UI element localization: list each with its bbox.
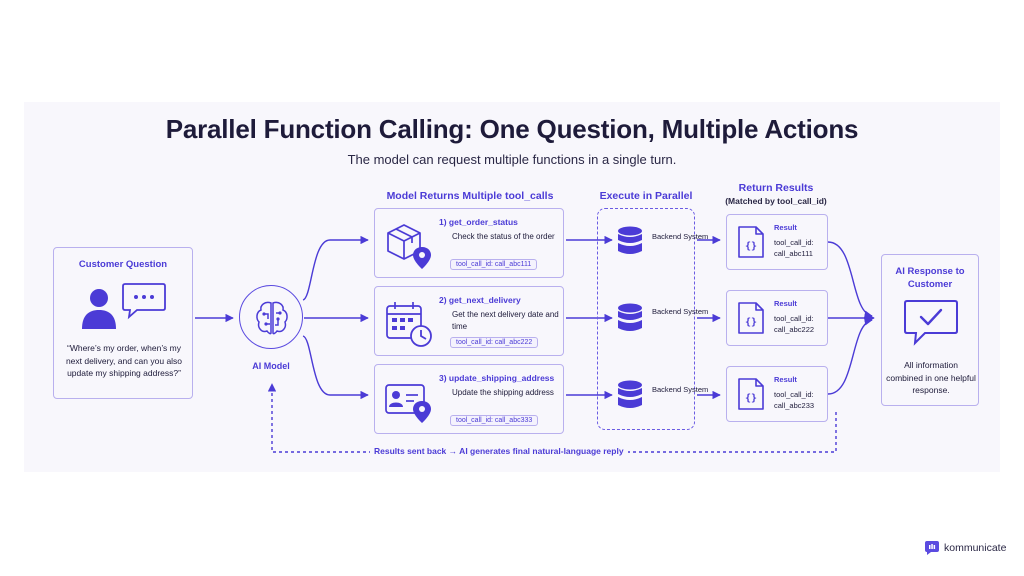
brand-name: kommunicate bbox=[944, 542, 1007, 554]
function-name: 3) update_shipping_address bbox=[439, 373, 555, 383]
result-card: {} Result tool_call_id: call_abc222 bbox=[726, 290, 828, 346]
backend-system-label: Backend System bbox=[652, 307, 709, 316]
execute-parallel-group bbox=[597, 208, 695, 430]
result-label: Result bbox=[774, 299, 797, 308]
tool-call-id-tag: tool_call_id: call_abc111 bbox=[450, 259, 538, 270]
brand-logo: kommunicate bbox=[924, 540, 1006, 556]
header-execute: Execute in Parallel bbox=[599, 190, 693, 202]
result-tool-call-id: tool_call_id: call_abc111 bbox=[774, 238, 814, 258]
backend-system-label: Backend System bbox=[652, 385, 709, 394]
tool-call-id-tag: tool_call_id: call_abc222 bbox=[450, 337, 539, 348]
customer-question-text: “Where’s my order, when’s my next delive… bbox=[65, 343, 183, 378]
header-return-results-sub: (Matched by tool_call_id) bbox=[725, 196, 827, 206]
svg-text:{}: {} bbox=[745, 317, 757, 328]
customer-question-title: Customer Question bbox=[78, 259, 168, 270]
database-icon bbox=[618, 226, 642, 254]
tool-call-id-tag: tool_call_id: call_abc333 bbox=[450, 415, 539, 426]
customer-question-card: Customer Question “Where’s my order, whe… bbox=[53, 247, 193, 399]
page-title: Parallel Function Calling: One Question,… bbox=[165, 114, 859, 144]
result-label: Result bbox=[774, 375, 797, 384]
backend-system-label: Backend System bbox=[652, 232, 709, 241]
brain-circuit-icon bbox=[256, 301, 288, 335]
function-card-get-order-status: 1) get_order_status Check the status of … bbox=[374, 208, 564, 278]
result-card: {} Result tool_call_id: call_abc233 bbox=[726, 366, 828, 422]
header-model-returns: Model Returns Multiple tool_calls bbox=[386, 190, 554, 202]
ai-response-card: AI Response to Customer All information … bbox=[881, 254, 979, 406]
result-card: {} Result tool_call_id: call_abc111 bbox=[726, 214, 828, 270]
code-document-icon: {} bbox=[738, 226, 764, 258]
ai-response-title: AI Response to Customer bbox=[895, 266, 965, 290]
header-return-results: Return Results (Matched by tool_call_id) bbox=[716, 182, 836, 208]
check-message-icon bbox=[904, 300, 958, 346]
page-subtitle: The model can request multiple functions… bbox=[347, 152, 677, 167]
person-icon bbox=[82, 289, 116, 329]
header-return-results-title: Return Results bbox=[738, 182, 814, 194]
database-icon bbox=[618, 380, 642, 408]
database-icon bbox=[618, 303, 642, 331]
code-document-icon: {} bbox=[738, 302, 764, 334]
ai-response-text: All information combined in one helpful … bbox=[886, 360, 976, 395]
result-tool-call-id: tool_call_id: call_abc233 bbox=[774, 390, 815, 410]
package-location-icon bbox=[387, 224, 431, 269]
id-card-location-icon bbox=[385, 384, 431, 423]
function-description: Update the shipping address bbox=[452, 388, 554, 397]
calendar-clock-icon bbox=[386, 302, 432, 347]
function-card-get-next-delivery: 2) get_next_delivery Get the next delive… bbox=[374, 286, 564, 356]
function-card-update-shipping-address: 3) update_shipping_address Update the sh… bbox=[374, 364, 564, 434]
result-tool-call-id: tool_call_id: call_abc222 bbox=[774, 314, 815, 334]
function-name: 2) get_next_delivery bbox=[439, 295, 521, 305]
function-name: 1) get_order_status bbox=[439, 217, 518, 227]
function-description: Get the next delivery date and time bbox=[452, 310, 559, 331]
svg-text:{}: {} bbox=[745, 393, 757, 404]
loop-back-label: Results sent back → AI generates final n… bbox=[370, 446, 628, 456]
code-document-icon: {} bbox=[738, 378, 764, 410]
ai-model-node bbox=[239, 285, 303, 349]
result-label: Result bbox=[774, 223, 797, 232]
ai-model-label: AI Model bbox=[252, 361, 290, 371]
svg-text:{}: {} bbox=[745, 241, 757, 252]
chat-bubble-icon bbox=[122, 283, 166, 320]
kommunicate-logo-icon bbox=[925, 541, 939, 555]
function-description: Check the status of the order bbox=[452, 232, 555, 241]
